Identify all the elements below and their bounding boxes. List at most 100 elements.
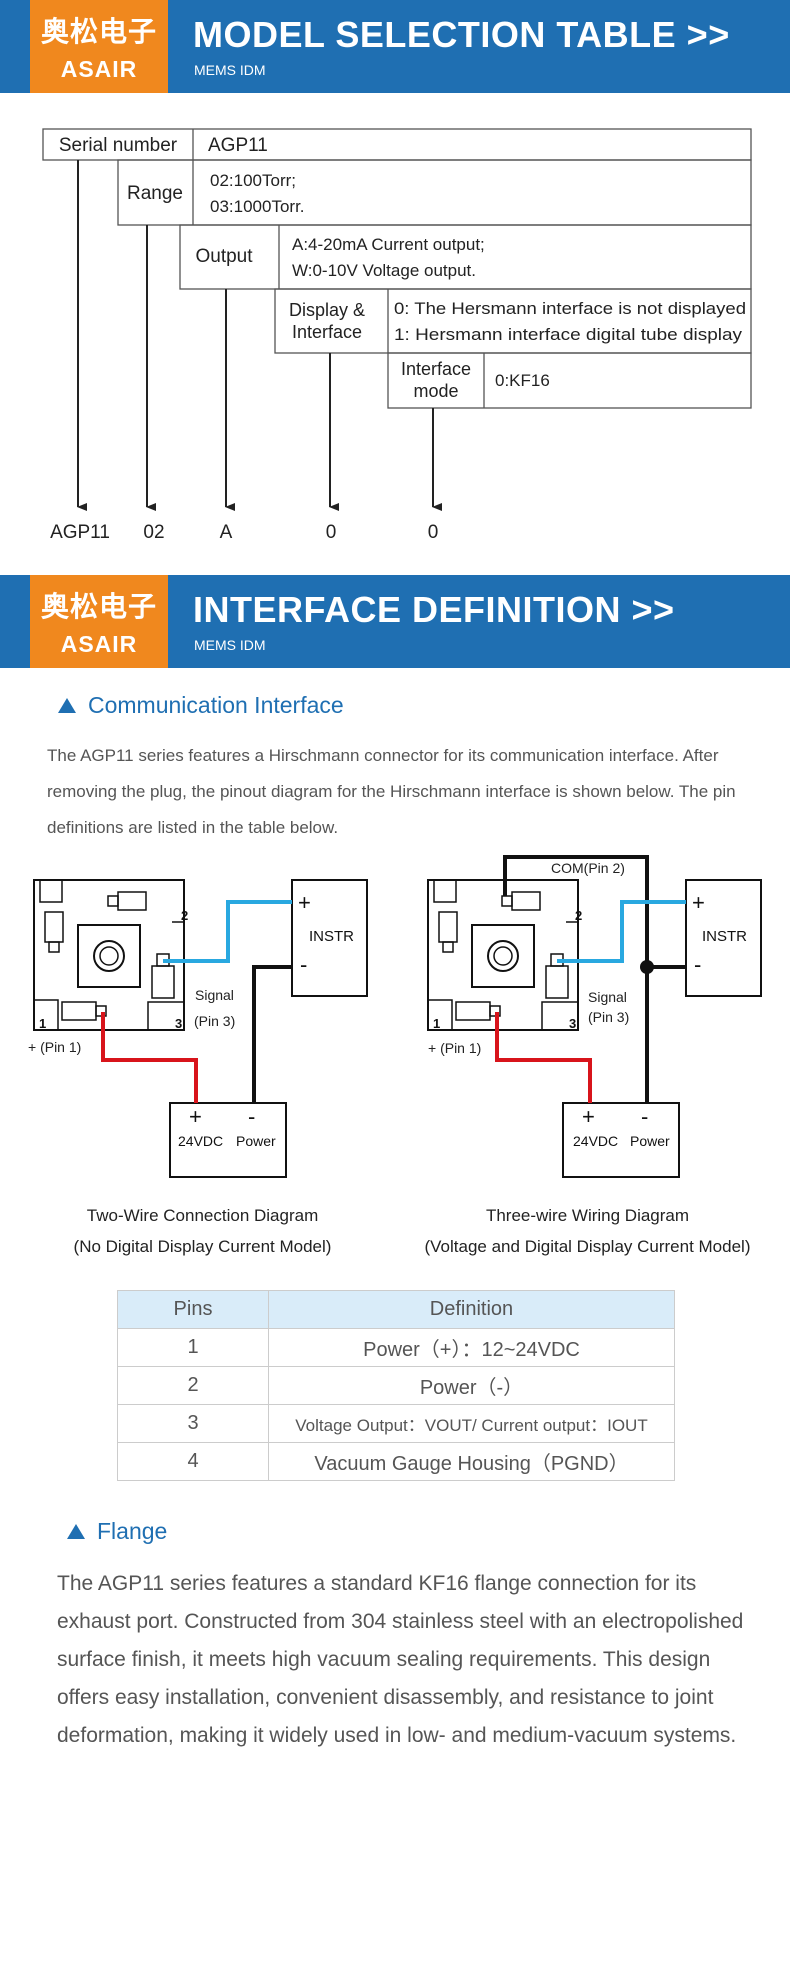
serial-number-label: Serial number bbox=[59, 135, 178, 156]
triangle-icon bbox=[67, 1524, 85, 1539]
instr-box-right bbox=[685, 879, 762, 997]
table-row: 2 Power（-） bbox=[117, 1366, 675, 1405]
range-option-1: 02:100Torr; bbox=[210, 171, 296, 190]
table-row: 4 Vacuum Gauge Housing（PGND） bbox=[117, 1442, 675, 1481]
pin-3-number-right: 3 bbox=[569, 1016, 576, 1031]
header-definition: Definition bbox=[268, 1290, 675, 1329]
connector-right bbox=[427, 879, 579, 1031]
output-option-1: A:4-20mA Current output; bbox=[292, 235, 485, 254]
header-banner-interface-definition: 奥松电子 ASAIR INTERFACE DEFINITION >> MEMS … bbox=[0, 575, 790, 668]
instr-label-right: INSTR bbox=[702, 928, 747, 945]
code-output: A bbox=[220, 522, 233, 543]
pin-number: 2 bbox=[117, 1366, 269, 1405]
power-label-right: Power bbox=[630, 1133, 670, 1149]
power-box-right bbox=[562, 1102, 680, 1178]
pin-1-number-right: 1 bbox=[433, 1016, 440, 1031]
section-title: INTERFACE DEFINITION >> bbox=[193, 589, 675, 630]
wiring-diagrams: 2 1 3 + INSTR - + - 24VDC Power Signal (… bbox=[28, 855, 762, 1178]
pin-number: 1 bbox=[117, 1328, 269, 1367]
caption-three-wire-title: Three-wire Wiring Diagram bbox=[485, 1206, 690, 1225]
logo-chinese-text: 奥松电子 bbox=[40, 15, 157, 48]
pin3-label-left: (Pin 3) bbox=[194, 1013, 235, 1029]
communication-interface-heading: Communication Interface bbox=[58, 692, 344, 719]
pin-2-number-right: 2 bbox=[575, 908, 582, 923]
display-option-1: 1: Hersmann interface digital tube displ… bbox=[394, 325, 743, 344]
caption-two-wire-subtitle: (No Digital Display Current Model) bbox=[73, 1237, 332, 1256]
com-wire-right bbox=[503, 855, 649, 1103]
table-header-row: Pins Definition bbox=[117, 1290, 675, 1329]
power-plus-wire-left bbox=[101, 1012, 198, 1103]
model-selection-diagram: Serial number AGP11 Range 02:100Torr; 03… bbox=[42, 128, 752, 543]
interface-mode-label-line1: Interface bbox=[401, 359, 471, 379]
code-interface-mode: 0 bbox=[428, 522, 439, 543]
pin-definition: Vacuum Gauge Housing（PGND） bbox=[268, 1442, 675, 1481]
heading-text: Flange bbox=[97, 1518, 168, 1544]
pin-2-number-left: 2 bbox=[181, 908, 188, 923]
signal-wire-right bbox=[557, 900, 686, 963]
company-logo: 奥松电子 ASAIR bbox=[30, 0, 168, 93]
power-minus-left: - bbox=[248, 1104, 255, 1129]
instr-box-left bbox=[291, 879, 368, 997]
signal-label-right: Signal bbox=[588, 989, 627, 1005]
display-option-0: 0: The Hersmann interface is not display… bbox=[394, 299, 746, 318]
range-label: Range bbox=[127, 183, 183, 204]
power-minus-right: - bbox=[641, 1104, 648, 1129]
logo-english-text: ASAIR bbox=[60, 56, 138, 82]
signal-wire-left bbox=[163, 900, 292, 963]
power-label-left: Power bbox=[236, 1133, 276, 1149]
pin-definition: Power（+）：12~24VDC bbox=[268, 1328, 675, 1367]
instr-label-left: INSTR bbox=[309, 928, 354, 945]
pin1-label-right: + (Pin 1) bbox=[428, 1040, 481, 1056]
interface-mode-label-line2: mode bbox=[413, 381, 458, 401]
section-subtitle: MEMS IDM bbox=[194, 637, 266, 653]
output-label: Output bbox=[195, 246, 253, 267]
pin-3-number-left: 3 bbox=[175, 1016, 182, 1031]
vdc-label-right: 24VDC bbox=[573, 1133, 618, 1149]
signal-label-left: Signal bbox=[195, 987, 234, 1003]
code-display: 0 bbox=[326, 522, 337, 543]
table-row: 1 Power（+）：12~24VDC bbox=[117, 1328, 675, 1367]
header-pins: Pins bbox=[117, 1290, 269, 1329]
instr-plus-left: + bbox=[298, 890, 311, 915]
power-plus-left: + bbox=[189, 1104, 202, 1129]
section-subtitle: MEMS IDM bbox=[194, 62, 266, 78]
heading-text: Communication Interface bbox=[88, 692, 344, 718]
com-pin2-label: COM(Pin 2) bbox=[551, 860, 625, 876]
section-title: MODEL SELECTION TABLE >> bbox=[193, 14, 730, 55]
caption-two-wire-title: Two-Wire Connection Diagram bbox=[86, 1206, 319, 1225]
flange-heading: Flange bbox=[67, 1518, 167, 1545]
pin-definition-table: Pins Definition 1 Power（+）：12~24VDC 2 Po… bbox=[117, 1290, 675, 1481]
pin-number: 3 bbox=[117, 1404, 269, 1443]
interface-mode-value: 0:KF16 bbox=[495, 371, 550, 390]
code-range: 02 bbox=[143, 522, 164, 543]
pin1-label-left: + (Pin 1) bbox=[28, 1039, 81, 1055]
pin-definition: Voltage Output：VOUT/ Current output：IOUT bbox=[268, 1404, 675, 1443]
caption-three-wire-subtitle: (Voltage and Digital Display Current Mod… bbox=[424, 1237, 751, 1256]
code-serial: AGP11 bbox=[50, 522, 110, 543]
pin-1-number-left: 1 bbox=[39, 1016, 46, 1031]
table-row: 3 Voltage Output：VOUT/ Current output：IO… bbox=[117, 1404, 675, 1443]
flange-paragraph: The AGP11 series features a standard KF1… bbox=[57, 1572, 744, 1747]
output-option-2: W:0-10V Voltage output. bbox=[292, 261, 476, 280]
power-plus-right: + bbox=[582, 1104, 595, 1129]
pin-number: 4 bbox=[117, 1442, 269, 1481]
caption-two-wire: Two-Wire Connection Diagram (No Digital … bbox=[30, 1200, 375, 1262]
serial-number-value: AGP11 bbox=[208, 135, 268, 156]
power-plus-wire-right bbox=[495, 1012, 592, 1103]
display-interface-label-line2: Interface bbox=[292, 322, 362, 342]
power-minus-wire-left bbox=[252, 965, 292, 1103]
communication-interface-paragraph: The AGP11 series features a Hirschmann c… bbox=[47, 746, 736, 837]
range-option-2: 03:1000Torr. bbox=[210, 197, 305, 216]
instr-plus-right: + bbox=[692, 890, 705, 915]
pin3-label-right: (Pin 3) bbox=[588, 1009, 629, 1025]
pin-definition: Power（-） bbox=[268, 1366, 675, 1405]
company-logo: 奥松电子 ASAIR bbox=[30, 575, 168, 668]
triangle-icon bbox=[58, 698, 76, 713]
instr-minus-right: - bbox=[694, 952, 701, 977]
caption-three-wire: Three-wire Wiring Diagram (Voltage and D… bbox=[395, 1200, 780, 1262]
junction-dot bbox=[640, 960, 654, 974]
instr-minus-left: - bbox=[300, 952, 307, 977]
logo-english-text: ASAIR bbox=[60, 631, 138, 657]
power-box-left bbox=[169, 1102, 287, 1178]
vdc-label-left: 24VDC bbox=[178, 1133, 223, 1149]
